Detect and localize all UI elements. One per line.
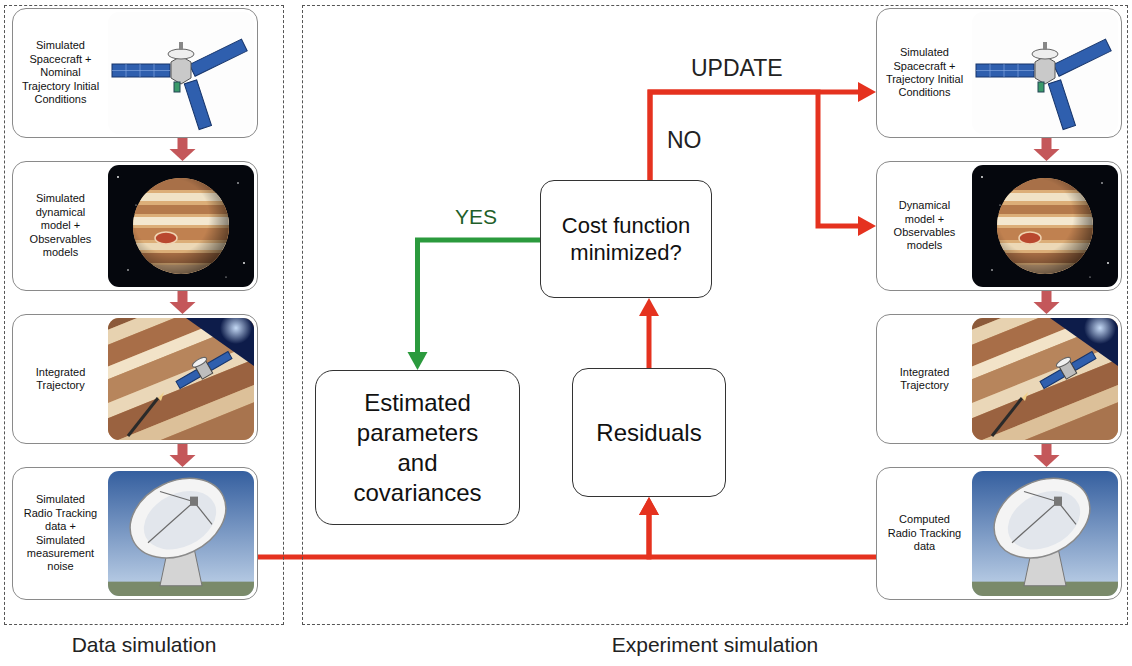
box-label: Integrated Trajectory xyxy=(885,366,965,393)
jupiter-picture xyxy=(972,165,1118,287)
process-box: Simulated Radio Tracking data + Simulate… xyxy=(12,467,258,600)
connector-line xyxy=(418,240,541,353)
box-text-area: Simulated Spacecraft + Nominal Trajector… xyxy=(13,39,108,106)
box-label: Estimated parameters and covariances xyxy=(346,388,489,508)
arrow-head xyxy=(1034,302,1060,314)
process-box: Simulated Spacecraft + Nominal Trajector… xyxy=(12,8,258,138)
arrow-head xyxy=(408,352,428,370)
group-panel: Data simulationSimulated Spacecraft + No… xyxy=(4,5,284,625)
radio-dish-picture xyxy=(972,463,1118,596)
process-box: Dynamical model + Observables models xyxy=(876,161,1122,291)
box-text-area: Integrated Trajectory xyxy=(877,366,972,393)
connector-line xyxy=(178,291,188,303)
connector-line xyxy=(650,92,859,180)
flow-arrow xyxy=(170,138,196,161)
process-box: Residuals xyxy=(572,368,726,497)
connector-line xyxy=(1042,444,1052,456)
box-label: Simulated dynamical model + Observables … xyxy=(21,192,101,259)
radio-dish-picture xyxy=(108,463,254,596)
arrow-head xyxy=(1034,149,1060,161)
arrow-head xyxy=(170,149,196,161)
arrow-head xyxy=(170,302,196,314)
process-box: Integrated Trajectory xyxy=(12,314,258,444)
box-text-area: Dynamical model + Observables models xyxy=(877,199,972,253)
box-text-area: Simulated dynamical model + Observables … xyxy=(13,192,108,259)
box-label: Residuals xyxy=(596,418,701,448)
panel-title: Experiment simulation xyxy=(283,633,1132,657)
connector-line xyxy=(647,315,652,368)
connector-line xyxy=(1042,291,1052,303)
decision-box: Cost function minimized? xyxy=(540,180,712,298)
connector-line xyxy=(408,240,541,370)
flow-arrow xyxy=(1034,138,1060,161)
edge-label: NO xyxy=(664,128,705,153)
group-panel: Experiment simulationCost function minim… xyxy=(302,5,1128,625)
flow-arrow xyxy=(170,444,196,467)
spacecraft-picture xyxy=(108,12,254,134)
box-text-area: Integrated Trajectory xyxy=(13,366,108,393)
arrow-head xyxy=(1034,455,1060,467)
arrow-head xyxy=(170,455,196,467)
process-box: Computed Radio Tracking data xyxy=(876,467,1122,600)
process-box: Integrated Trajectory xyxy=(876,314,1122,444)
arrow-head xyxy=(639,298,659,316)
arrow-head xyxy=(858,82,876,102)
edge-label: UPDATE xyxy=(688,56,786,81)
box-label: Simulated Radio Tracking data + Simulate… xyxy=(21,493,101,573)
box-text-area: Computed Radio Tracking data xyxy=(877,513,972,553)
process-box: Simulated dynamical model + Observables … xyxy=(12,161,258,291)
box-label: Integrated Trajectory xyxy=(21,366,101,393)
panel-title: Data simulation xyxy=(0,633,303,657)
box-label: Simulated Spacecraft + Trajectory Initia… xyxy=(885,46,965,100)
flow-arrow xyxy=(170,291,196,314)
arrow-head xyxy=(639,497,659,515)
box-label: Simulated Spacecraft + Nominal Trajector… xyxy=(21,39,101,106)
spacecraft-picture xyxy=(972,12,1118,134)
box-label: Dynamical model + Observables models xyxy=(885,199,965,253)
arrow-head xyxy=(639,497,659,515)
connector-line xyxy=(639,298,659,368)
jupiter-picture xyxy=(108,165,254,287)
box-label: Cost function minimized? xyxy=(551,212,701,267)
connector-line xyxy=(178,444,188,456)
arrow-head xyxy=(858,216,876,236)
connector-line xyxy=(1042,138,1052,150)
flow-arrow xyxy=(1034,444,1060,467)
connector-line xyxy=(639,497,876,557)
edge-label: YES xyxy=(452,205,500,228)
connector-line xyxy=(650,82,876,180)
flow-arrow xyxy=(1034,291,1060,314)
box-label: Computed Radio Tracking data xyxy=(885,513,965,553)
connector-line xyxy=(649,514,876,557)
box-text-area: Simulated Radio Tracking data + Simulate… xyxy=(13,493,108,573)
output-box: Estimated parameters and covariances xyxy=(315,370,520,525)
box-text-area: Simulated Spacecraft + Trajectory Initia… xyxy=(877,46,972,100)
connector-line xyxy=(178,138,188,150)
process-box: Simulated Spacecraft + Trajectory Initia… xyxy=(876,8,1122,138)
